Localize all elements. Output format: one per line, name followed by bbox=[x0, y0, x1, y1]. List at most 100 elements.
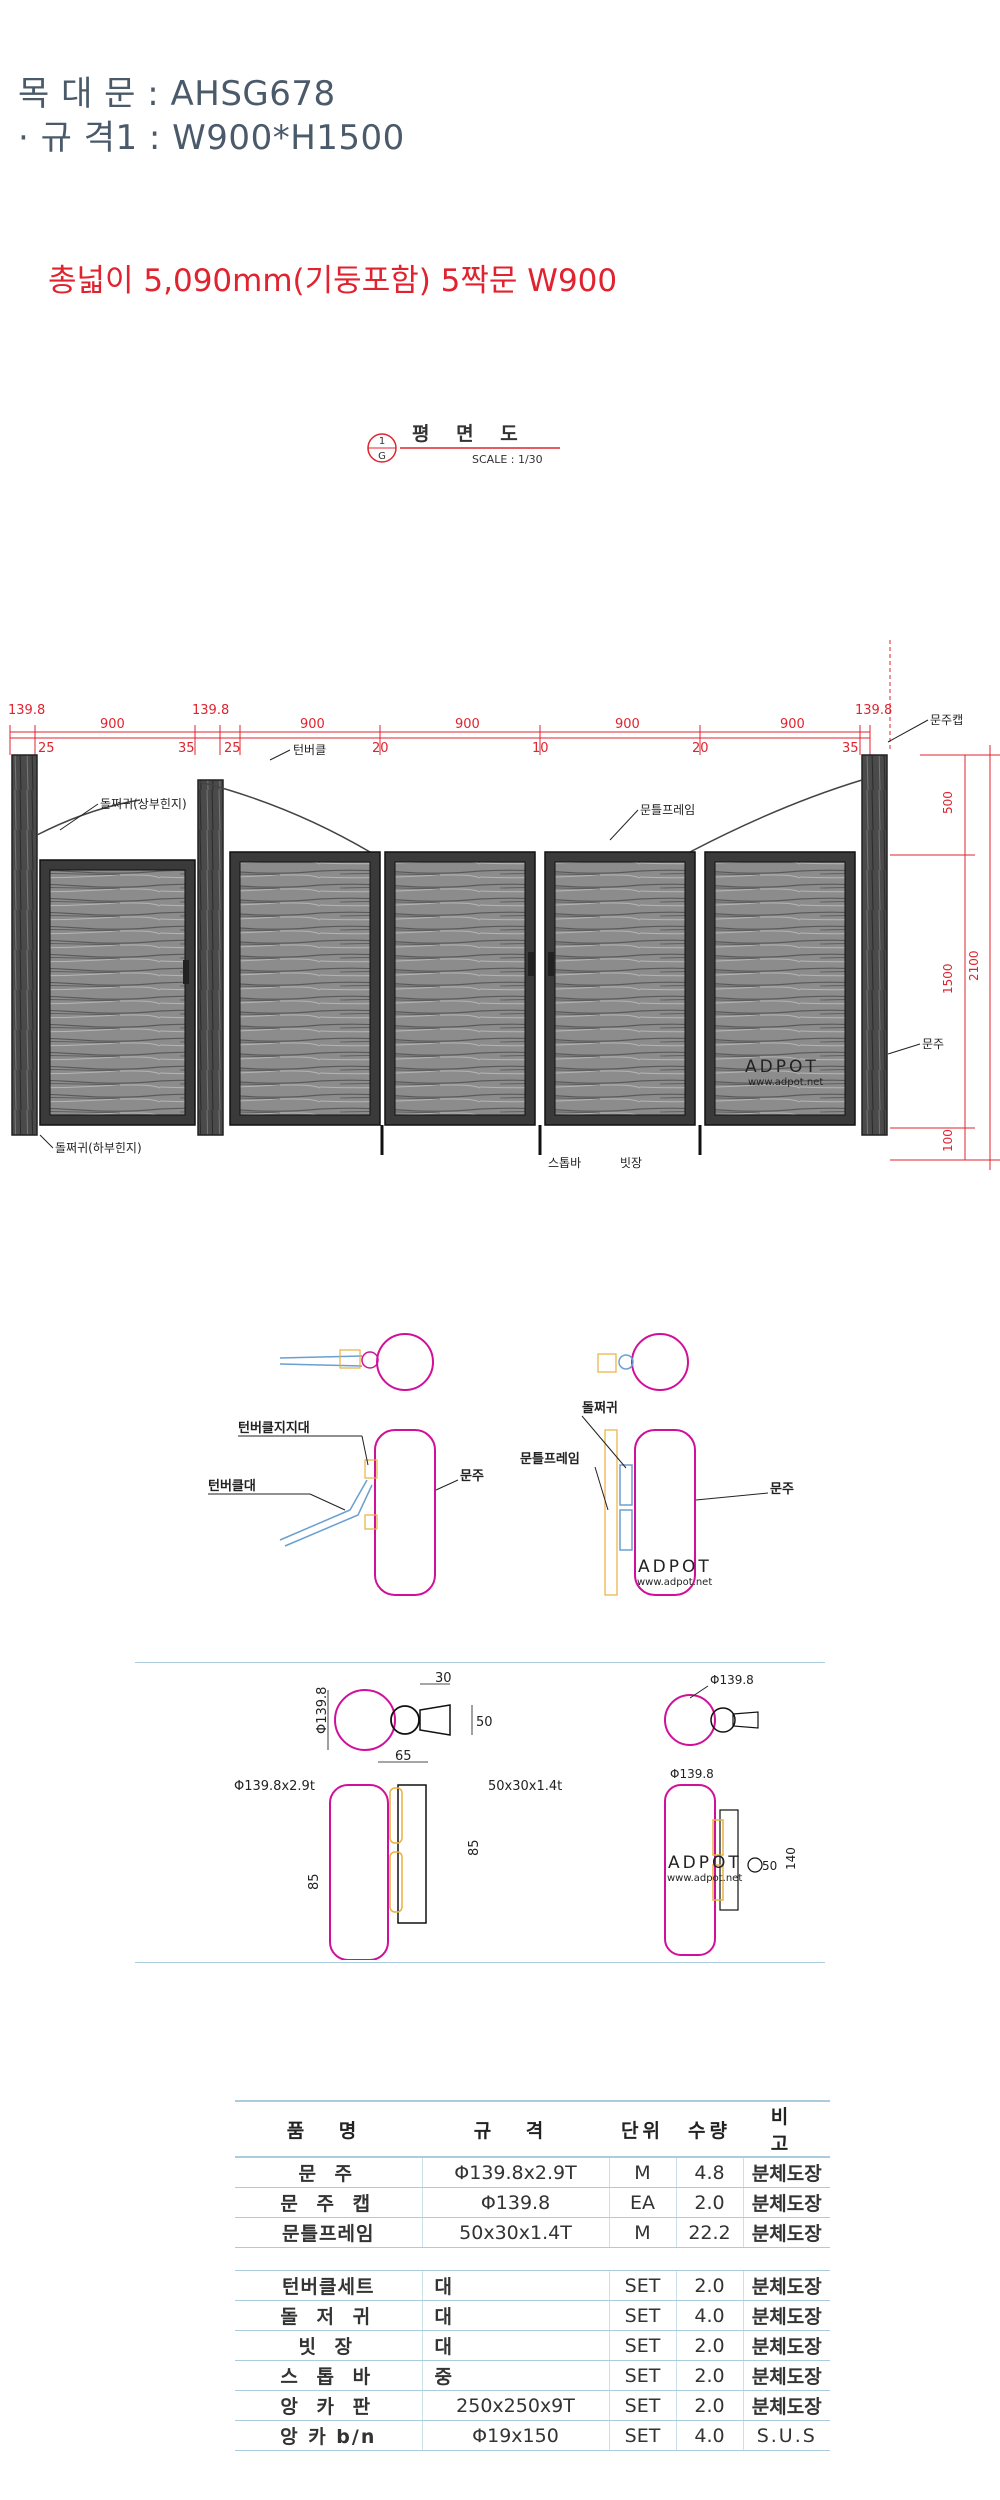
dim-gap-1: 35 bbox=[178, 741, 195, 756]
dim-gap-5: 20 bbox=[692, 741, 709, 756]
dimension-ticks bbox=[9, 725, 871, 755]
cell-spec: 250x250x9T bbox=[422, 2390, 610, 2421]
plan-scale: SCALE : 1/30 bbox=[472, 453, 543, 466]
d2-dim-frame: 50x30x1.4t bbox=[488, 1779, 562, 1794]
d2-dim-30: 30 bbox=[435, 1671, 452, 1686]
dim-gap-4: 10 bbox=[532, 741, 549, 756]
detail2-brand-url: www.adpot.net bbox=[667, 1873, 742, 1884]
cell-note: 분체도장 bbox=[743, 2157, 830, 2188]
table-row: 앙 카 판 250x250x9T SET 2.0 분체도장 bbox=[235, 2390, 830, 2421]
label-post: 문주 bbox=[922, 1037, 944, 1051]
d2-dim-phi-right: Φ139.8 bbox=[670, 1767, 714, 1781]
cell-spec: 대 bbox=[422, 2300, 610, 2331]
cell-note: 분체도장 bbox=[743, 2360, 830, 2391]
cell-spec: Φ19x150 bbox=[422, 2420, 610, 2451]
cell-spec: Φ139.8x2.9T bbox=[422, 2157, 610, 2188]
cell-unit: SET bbox=[609, 2330, 677, 2361]
dim-top-6: 900 bbox=[780, 717, 805, 732]
size-label: · 규 격1 : W900*H1500 bbox=[18, 118, 405, 158]
stop-bars bbox=[380, 1125, 702, 1155]
table-row: 빗 장 대 SET 2.0 분체도장 bbox=[235, 2330, 830, 2361]
plan-title-block: 1 G 평 면 도 SCALE : 1/30 bbox=[367, 423, 560, 466]
table-row: 스 톱 바 중 SET 2.0 분체도장 bbox=[235, 2360, 830, 2391]
dim-top-1: 900 bbox=[100, 717, 125, 732]
detail2-top-rule bbox=[135, 1662, 825, 1663]
post-mid bbox=[197, 779, 224, 1136]
detail2-bottom-rule bbox=[135, 1962, 825, 1963]
cell-qty: 4.0 bbox=[676, 2420, 744, 2451]
parts-table-header: 품 명 규 격 단위 수량 비 고 bbox=[235, 2100, 830, 2158]
cell-name: 문 주 캡 bbox=[235, 2187, 423, 2218]
detail1-brand-url: www.adpot.net bbox=[637, 1577, 712, 1588]
col-name: 품 명 bbox=[235, 2100, 422, 2158]
cell-unit: M bbox=[609, 2157, 677, 2188]
cell-name: 턴버클세트 bbox=[235, 2270, 423, 2301]
cell-name: 앙 카 판 bbox=[235, 2390, 423, 2421]
turnbuckle-cables bbox=[36, 779, 863, 853]
cell-qty: 4.8 bbox=[676, 2157, 744, 2188]
cell-qty: 2.0 bbox=[676, 2330, 744, 2361]
col-spec: 규 격 bbox=[422, 2100, 609, 2158]
gate-elevation: 139.8 900 139.8 900 900 900 900 139.8 25… bbox=[8, 640, 1000, 1170]
cell-unit: M bbox=[609, 2217, 677, 2248]
cell-note: 분체도장 bbox=[743, 2390, 830, 2421]
d2-dim-phi-left: Φ139.8 bbox=[315, 1687, 330, 1734]
table-row: 돌 저 귀 대 SET 4.0 분체도장 bbox=[235, 2300, 830, 2331]
cell-note: 분체도장 bbox=[743, 2330, 830, 2361]
label-door-frame-detail: 문틀프레임 bbox=[520, 1451, 580, 1467]
dim-right-3: 2100 bbox=[967, 950, 981, 981]
cell-spec: Φ139.8 bbox=[422, 2187, 610, 2218]
label-post-cap: 문주캡 bbox=[930, 713, 963, 727]
label-stopper-top: 돌쩌귀(상부힌지) bbox=[100, 797, 187, 811]
door-leaf-1 bbox=[39, 859, 196, 1126]
cell-unit: SET bbox=[609, 2390, 677, 2421]
detail-hinge-section: 30 50 65 Φ139.8 Φ139.8x2.9t 50x30x1.4t 8… bbox=[234, 1671, 798, 1960]
cell-unit: SET bbox=[609, 2270, 677, 2301]
cell-note: 분체도장 bbox=[743, 2300, 830, 2331]
dim-top-7: 139.8 bbox=[855, 703, 892, 718]
d2-dim-140: 140 bbox=[784, 1847, 798, 1870]
latch-handles bbox=[183, 952, 554, 984]
d2-dim-85-top: 85 bbox=[467, 1839, 482, 1856]
cell-spec: 대 bbox=[422, 2330, 610, 2361]
door-leaf-2 bbox=[229, 851, 381, 1126]
label-latch: 빗장 bbox=[620, 1156, 642, 1170]
plan-circle-top: 1 bbox=[379, 436, 385, 447]
plan-title: 평 면 도 bbox=[412, 423, 528, 445]
d2-dim-65: 65 bbox=[395, 1749, 412, 1764]
cell-qty: 2.0 bbox=[676, 2390, 744, 2421]
cell-spec: 중 bbox=[422, 2360, 610, 2391]
label-door-frame: 문틀프레임 bbox=[640, 803, 695, 817]
table-row: 앙 카 b/n Φ19x150 SET 4.0 S.U.S bbox=[235, 2420, 830, 2451]
parts-table: 품 명 규 격 단위 수량 비 고 문 주 Φ139.8x2.9T M 4.8 … bbox=[235, 2100, 830, 2451]
cell-qty: 2.0 bbox=[676, 2187, 744, 2218]
door-leaf-4 bbox=[544, 851, 696, 1126]
brand-watermark: ADPOT bbox=[745, 1057, 819, 1077]
cell-name: 스 톱 바 bbox=[235, 2360, 423, 2391]
label-hinge: 돌쩌귀 bbox=[582, 1400, 618, 1416]
detail2-brand: ADPOT bbox=[668, 1853, 742, 1873]
label-turnbuckle: 턴버클 bbox=[293, 743, 326, 757]
d2-dim-50: 50 bbox=[476, 1715, 493, 1730]
col-unit: 단위 bbox=[609, 2100, 676, 2158]
cell-qty: 2.0 bbox=[676, 2360, 744, 2391]
headline: 총넓이 5,090mm(기둥포함) 5짝문 W900 bbox=[48, 263, 618, 299]
right-dimension-lines bbox=[890, 745, 1000, 1170]
dim-gap-2: 25 bbox=[224, 741, 241, 756]
cell-name: 돌 저 귀 bbox=[235, 2300, 423, 2331]
cell-note: 분체도장 bbox=[743, 2270, 830, 2301]
cell-name: 앙 카 b/n bbox=[235, 2420, 423, 2451]
table-row: 문 주 Φ139.8x2.9T M 4.8 분체도장 bbox=[235, 2157, 830, 2188]
cell-name: 빗 장 bbox=[235, 2330, 423, 2361]
cell-note: S.U.S bbox=[743, 2420, 830, 2451]
dim-gap-3: 20 bbox=[372, 741, 389, 756]
dim-gap-6: 35 bbox=[842, 741, 859, 756]
label-turnbuckle-bar: 턴버클대 bbox=[208, 1478, 256, 1494]
col-qty: 수량 bbox=[676, 2100, 743, 2158]
label-stopbar: 스톱바 bbox=[548, 1156, 581, 1170]
dim-top-3: 900 bbox=[300, 717, 325, 732]
cell-name: 문 주 bbox=[235, 2157, 423, 2188]
cell-note: 분체도장 bbox=[743, 2187, 830, 2218]
cell-unit: SET bbox=[609, 2420, 677, 2451]
label-turnbuckle-support: 턴버클지지대 bbox=[238, 1420, 310, 1436]
